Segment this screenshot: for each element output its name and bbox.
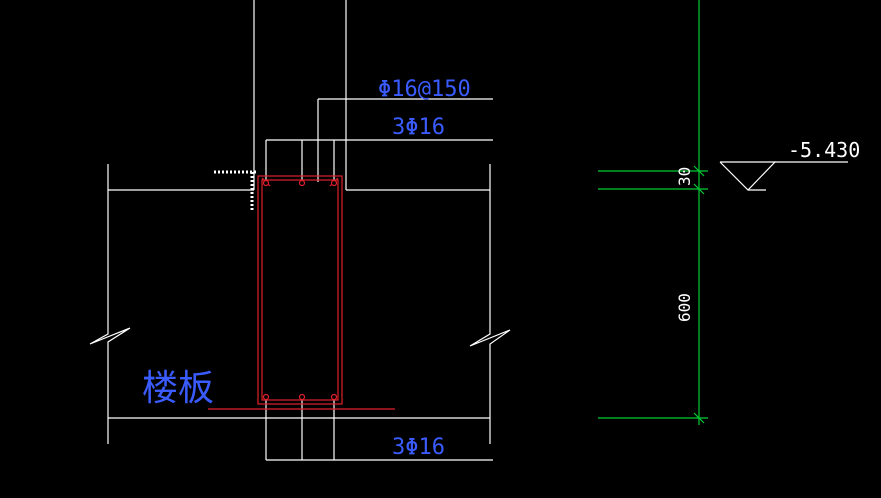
rebar-dots <box>262 179 338 401</box>
dimension-lines <box>598 0 708 425</box>
concrete-outline <box>89 0 511 461</box>
top-bars-label: 3Φ16 <box>392 115 445 140</box>
top-rebar-spacing-label: Φ16@150 <box>378 77 471 102</box>
dimension-large-label: 600 <box>675 293 694 322</box>
embedded-plate <box>214 170 256 210</box>
bottom-bars-label: 3Φ16 <box>392 435 445 460</box>
rebar-cage <box>208 175 395 410</box>
dimension-small-label: 30 <box>675 167 694 186</box>
elevation-marker <box>719 161 848 191</box>
slab-label: 楼板 <box>142 368 214 409</box>
elevation-label: -5.430 <box>788 138 860 162</box>
